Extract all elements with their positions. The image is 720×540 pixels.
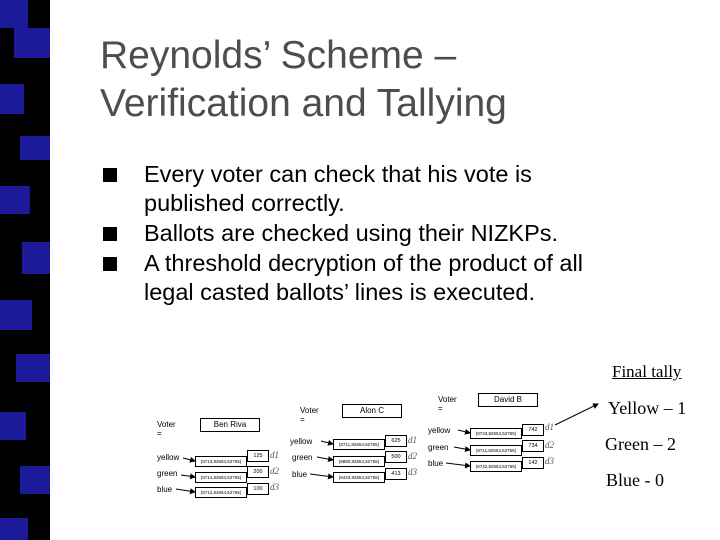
share-box: 413 bbox=[385, 468, 407, 480]
row-label: blue bbox=[157, 485, 173, 494]
title-line-2: Verification and Tallying bbox=[100, 82, 507, 125]
bullet-text: Every voter can check that his vote is bbox=[144, 161, 532, 187]
share-box: 125 bbox=[247, 450, 269, 462]
decryption-label: d2 bbox=[270, 466, 279, 476]
ciphertext-box: (8743,82654,52765) bbox=[470, 428, 522, 439]
decryption-label: d1 bbox=[545, 422, 554, 432]
tally-blue: Blue - 0 bbox=[606, 470, 664, 490]
row-label: blue bbox=[292, 470, 308, 479]
bullet-text: Ballots are checked using their NIZKPs. bbox=[144, 220, 559, 246]
share-box: 500 bbox=[385, 451, 407, 463]
row-label: green bbox=[157, 469, 178, 478]
title-line-1: Reynolds’ Scheme – bbox=[100, 34, 457, 77]
square-bullet-icon bbox=[103, 227, 117, 241]
ciphertext-box: (8714,82654,52765) bbox=[195, 472, 247, 483]
ciphertext-box: (8712,82654,52765) bbox=[195, 487, 247, 498]
ciphertext-box: (8713,82654,52765) bbox=[195, 456, 247, 467]
row-label: yellow bbox=[428, 426, 451, 435]
voter-label: Voter = bbox=[438, 395, 457, 413]
row-label: yellow bbox=[290, 437, 313, 446]
square-bullet-icon bbox=[103, 168, 117, 182]
bullet-item: Ballots are checked using their NIZKPs. bbox=[100, 219, 700, 248]
decryption-label: d1 bbox=[270, 450, 279, 460]
bullet-text: published correctly. bbox=[144, 190, 345, 216]
voter-name-box: Ben Riva bbox=[200, 418, 260, 432]
slide-title: Reynolds’ Scheme – Verification and Tall… bbox=[100, 32, 700, 128]
voter-name-box: Alon C bbox=[342, 404, 402, 418]
decryption-label: d3 bbox=[545, 456, 554, 466]
bullet-text: A threshold decryption of the product of… bbox=[144, 250, 583, 276]
bullet-text: legal casted ballots’ lines is executed. bbox=[144, 279, 536, 305]
voter-name-box: David B bbox=[478, 393, 538, 407]
row-label: green bbox=[428, 443, 449, 452]
tally-yellow: Yellow – 1 bbox=[608, 398, 687, 418]
final-tally-heading: Final tally bbox=[612, 362, 682, 381]
bullet-item: Every voter can check that his vote is p… bbox=[100, 160, 700, 218]
square-bullet-icon bbox=[103, 257, 117, 271]
decryption-label: d3 bbox=[270, 482, 279, 492]
row-label: blue bbox=[428, 459, 444, 468]
decryption-label: d2 bbox=[408, 451, 417, 461]
ciphertext-box: (8742,82654,52765) bbox=[470, 461, 522, 472]
share-box: 742 bbox=[522, 424, 544, 436]
row-label: green bbox=[292, 453, 313, 462]
decryption-label: d2 bbox=[545, 440, 554, 450]
tally-green: Green – 2 bbox=[605, 434, 676, 454]
bullet-item: A threshold decryption of the product of… bbox=[100, 249, 700, 307]
share-box: 100 bbox=[247, 483, 269, 495]
share-box: 142 bbox=[522, 457, 544, 469]
ciphertext-box: (8433,82654,52765) bbox=[333, 472, 385, 483]
share-box: 200 bbox=[247, 466, 269, 478]
ciphertext-box: (8890,82654,52765) bbox=[333, 456, 385, 467]
decorative-sidebar bbox=[0, 0, 50, 540]
share-box: 625 bbox=[385, 435, 407, 447]
bullet-list: Every voter can check that his vote is p… bbox=[100, 160, 700, 308]
voter-label: Voter = bbox=[300, 406, 319, 424]
ciphertext-box: (8711,82654,52765) bbox=[470, 445, 522, 456]
decryption-label: d1 bbox=[408, 435, 417, 445]
decryption-label: d3 bbox=[408, 467, 417, 477]
voter-label: Voter = bbox=[157, 420, 176, 438]
share-box: 734 bbox=[522, 440, 544, 452]
row-label: yellow bbox=[157, 453, 180, 462]
ciphertext-box: (8711,82654,52765) bbox=[333, 439, 385, 450]
